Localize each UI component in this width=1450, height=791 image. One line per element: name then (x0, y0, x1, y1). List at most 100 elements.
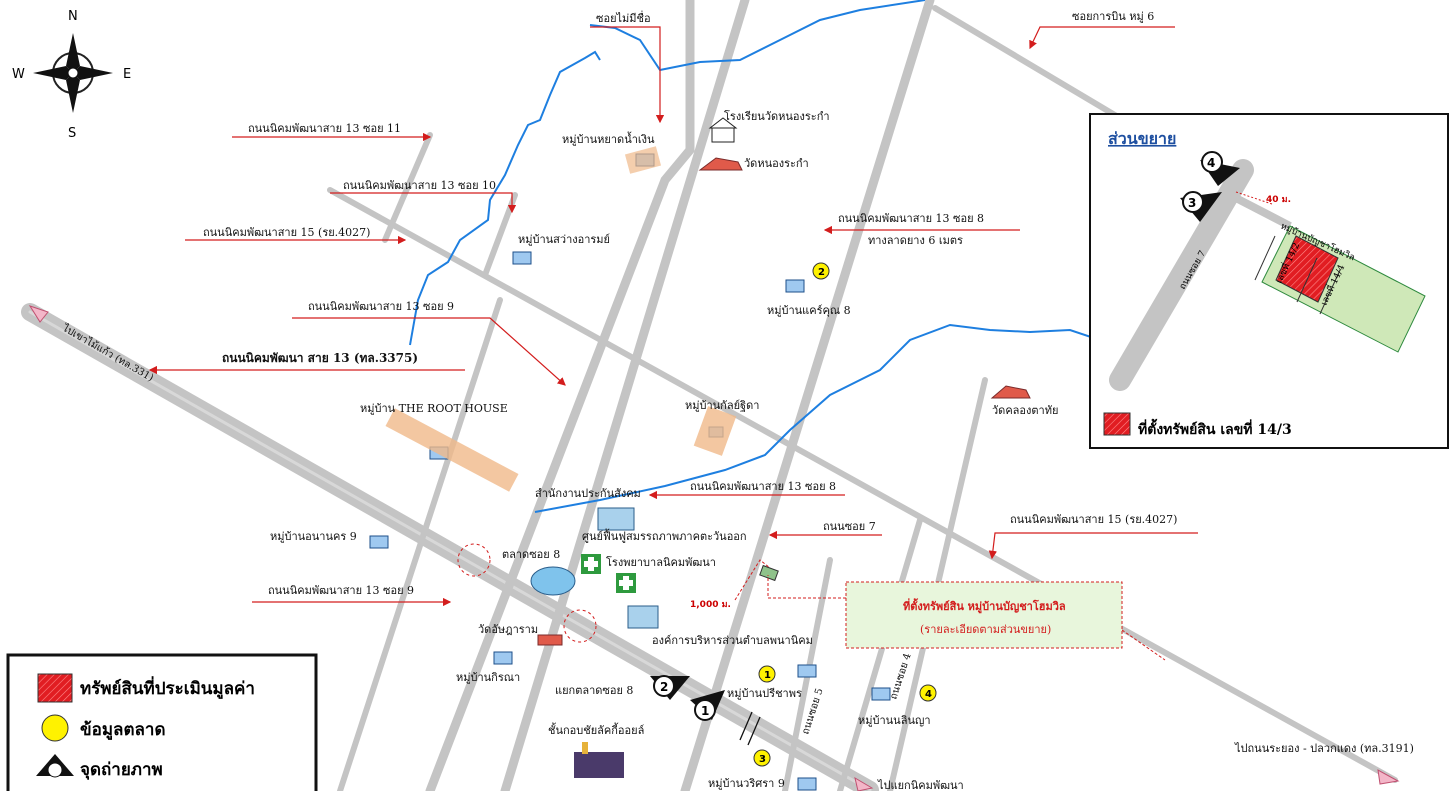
place-market-soi8: ตลาดซอย 8 (502, 548, 560, 561)
building-icon (597, 507, 635, 531)
hospital-icon (581, 554, 601, 574)
building-icon (627, 605, 659, 629)
direction-arrows (28, 305, 1400, 791)
label-to-rayong: ไปถนนระยอง - ปลวกแดง (ทล.3191) (1234, 742, 1414, 755)
photo-point-2: 2 (660, 680, 668, 694)
zone-hayad (624, 146, 662, 174)
label-dist-1000: 1,000 ม. (690, 600, 731, 610)
intersection-circle (563, 609, 597, 643)
place-ban-sawang: หมู่บ้านสว่างอารมย์ (518, 233, 610, 246)
legend-market: ข้อมูลตลาด (80, 720, 166, 741)
market-marker-2: 2 (818, 267, 825, 278)
place-tambon-org: องค์การบริหารส่วนตำบลพนานิคม (652, 634, 813, 647)
temple-icon (990, 385, 1031, 399)
road-3375-center (28, 310, 872, 791)
zone-kanlaya (693, 406, 737, 456)
place-rehab-center: ศูนย์ฟื้นฟูสมรรถภาพภาคตะวันออก (582, 528, 747, 543)
label-soi-kan-bin: ซอยการบิน หมู่ 6 (1072, 10, 1154, 23)
intersection-circle (457, 543, 491, 577)
place-school: โรงเรียนวัดหนองระกำ (724, 109, 830, 123)
label-to-khao-mai-kaeo: ไปเขาไม้แก้ว (ทล.331) (60, 322, 156, 384)
road-soi-unnamed (425, 0, 695, 791)
road-soi8-vertical (680, 0, 935, 791)
place-shop: ชั้นกอบชัยลัคกี้ออยล์ (548, 722, 644, 737)
shop-icon (574, 752, 624, 778)
place-ban-krina: หมู่บ้านกิรณา (456, 671, 520, 684)
callout-line1: ที่ตั้งทรัพย์สิน หมู่บ้านบัญชาโฮมวิล (903, 598, 1066, 614)
place-icons (369, 117, 1031, 791)
label-soi-mai-mi-chue: ซอยไม่มีชื่อ (596, 10, 651, 25)
market-icon (530, 566, 576, 596)
label-road13-3375: ถนนนิคมพัฒนา สาย 13 (ทล.3375) (222, 351, 418, 365)
place-yaek-market: แยกตลาดซอย 8 (555, 684, 633, 697)
inset-marker-3: 3 (1188, 196, 1196, 210)
road-15-4027 (327, 187, 1398, 783)
compass-e: E (123, 67, 131, 82)
place-ban-hayad: หมู่บ้านหยาดน้ำเงิน (562, 131, 655, 146)
village-icon (797, 664, 817, 678)
label-road15-4027-top: ถนนนิคมพัฒนาสาย 15 (รย.4027) (203, 226, 370, 239)
market-marker-1: 1 (764, 670, 771, 681)
village-icon (785, 279, 805, 293)
inset-dist-40: 40 ม. (1266, 195, 1291, 205)
market-markers: 2 1 4 3 (753, 262, 937, 767)
road-soi9-left (337, 297, 503, 791)
road-soi-kanbin (932, 5, 1143, 133)
market-marker-4: 4 (925, 689, 932, 700)
place-ban-worisara: หมู่บ้านวริศรา 9 (708, 777, 785, 790)
label-road13-soi8-mid: ถนนนิคมพัฒนาสาย 13 ซอย 8 (690, 480, 836, 493)
label-road13-soi9-top: ถนนนิคมพัฒนาสาย 13 ซอย 9 (308, 300, 454, 313)
legend-assessed-swatch (37, 673, 73, 703)
label-road13-soi10: ถนนนิคมพัฒนาสาย 13 ซอย 10 (343, 179, 496, 192)
place-hospital: โรงพยาบาลนิคมพัฒนา (606, 555, 716, 569)
place-ban-anankhon: หมู่บ้านอนานคร 9 (270, 530, 357, 543)
place-wat-nong-rakam: วัดหนองระกำ (744, 157, 809, 170)
label-road13-soi8-top: ถนนนิคมพัฒนาสาย 13 ซอย 8 (838, 212, 984, 225)
photo-point-1: 1 (701, 704, 709, 718)
inset-legend-text: ที่ตั้งทรัพย์สิน เลขที่ 14/3 (1138, 418, 1292, 438)
callout-line2: (รายละเอียดตามส่วนขยาย) (920, 623, 1051, 636)
temple-icon (537, 634, 563, 646)
place-ban-pritaporn: หมู่บ้านปรีชาพร (727, 687, 802, 700)
place-ban-kanlaya: หมู่บ้านกัลย์ฐิดา (685, 399, 759, 412)
legend-assessed: ทรัพย์สินที่ประเมินมูลค่า (80, 676, 255, 700)
compass-rose: N S W E (12, 9, 131, 141)
compass-w: W (12, 67, 25, 82)
hospital-icon (616, 573, 636, 593)
photo-points-main: 2 1 (650, 675, 725, 721)
village-icon (493, 651, 513, 665)
village-icon (797, 777, 817, 791)
inset-title: ส่วนขยาย (1108, 129, 1176, 148)
legend-photo: จุดถ่ายภาพ (80, 760, 163, 780)
temple-icon (698, 157, 743, 171)
road-soi11 (382, 132, 433, 243)
village-icon (512, 251, 532, 265)
legend-box (6, 653, 318, 791)
compass-n: N (68, 9, 78, 24)
place-ban-root: หมู่บ้าน THE ROOT HOUSE (360, 402, 508, 415)
village-icon (369, 535, 389, 549)
place-wat-khlong: วัดคลองตาทัย (992, 404, 1058, 417)
property-icon (759, 564, 779, 582)
place-wat-anyaram: วัดอัษฎาราม (478, 623, 538, 636)
river (589, 0, 926, 72)
label-asphalt-6m: ทางลาดยาง 6 เมตร (868, 234, 963, 247)
label-road13-soi9-left: ถนนนิคมพัฒนาสาย 13 ซอย 9 (268, 584, 414, 597)
label-to-yaek: ไปแยกนิคมพัฒนา (877, 779, 964, 791)
label-road-soi7: ถนนซอย 7 (823, 520, 876, 533)
zone-root-house (385, 408, 519, 492)
road-soi5 (837, 517, 923, 791)
village-icon (871, 687, 891, 701)
inset-panel (1089, 113, 1449, 449)
market-marker-3: 3 (759, 754, 766, 765)
road-labels (148, 26, 1198, 607)
label-road15-4027-right: ถนนนิคมพัฒนาสาย 15 (รย.4027) (1010, 513, 1177, 526)
school-icon (711, 127, 735, 143)
compass-s: S (68, 126, 76, 141)
label-road13-soi11: ถนนนิคมพัฒนาสาย 13 ซอย 11 (248, 122, 401, 135)
road-soi9-vertical (500, 0, 750, 791)
place-ban-care: หมู่บ้านแคร์คุณ 8 (767, 304, 851, 317)
place-ban-nalinya: หมู่บ้านนลินญา (858, 714, 931, 727)
place-social-security: สำนักงานประกันสังคม (535, 487, 641, 500)
